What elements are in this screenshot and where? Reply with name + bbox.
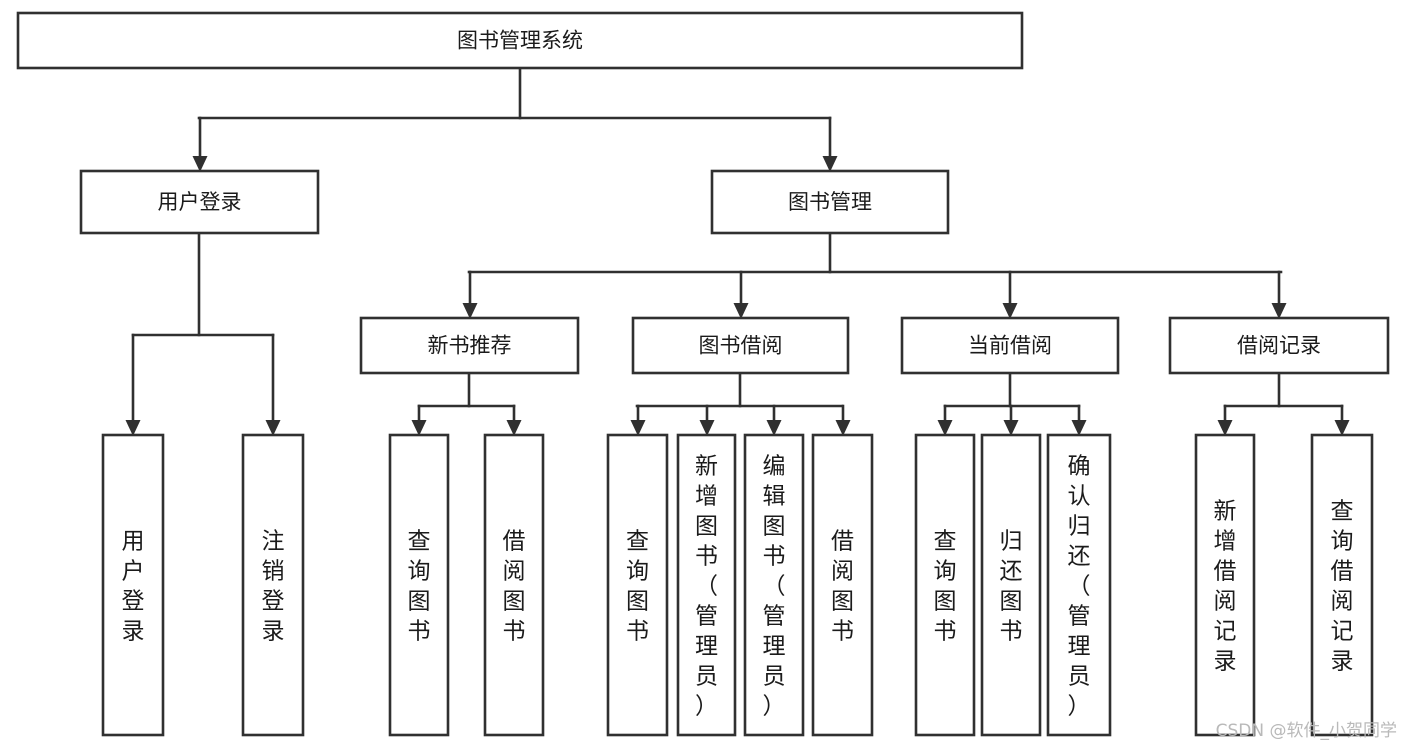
node-label: 当前借阅	[968, 334, 1052, 358]
node-label: 新增图书（管理员）	[695, 453, 718, 719]
node-book-borrow[interactable]: 图书借阅	[631, 316, 850, 375]
node-new-book-rec[interactable]: 新书推荐	[359, 316, 580, 375]
node-leaf-add-record[interactable]: 新增借阅记录	[1194, 433, 1256, 737]
arrow-book-manage-to-current-borrow	[1002, 270, 1018, 319]
node-leaf-logout[interactable]: 注销登录	[241, 433, 305, 737]
node-label: 新书推荐	[428, 334, 512, 358]
connector-bus-borrow-record	[1223, 371, 1344, 408]
node-label: 确认归还（管理员）	[1068, 453, 1091, 719]
arrow-root-to-user-login	[192, 116, 208, 172]
connector-bus-new-book-rec	[417, 371, 516, 408]
node-leaf-borrow-book-2[interactable]: 借阅图书	[811, 433, 874, 737]
arrow-book-borrow-to-leaf-borrow-book-2	[835, 404, 851, 436]
connector-bus-book-borrow	[635, 371, 844, 408]
arrow-book-borrow-to-leaf-query-book-2	[630, 404, 646, 436]
arrow-book-manage-to-book-borrow	[733, 270, 749, 319]
node-leaf-add-book[interactable]: 新增图书（管理员）	[676, 433, 737, 737]
connector-bus-current-borrow	[943, 371, 1081, 408]
arrow-book-manage-to-new-book-rec	[462, 270, 478, 319]
connector-bus-root	[197, 66, 832, 120]
node-label: 图书借阅	[699, 334, 783, 358]
connector-layer	[125, 66, 1350, 436]
node-label: 用户登录	[122, 528, 145, 644]
node-leaf-edit-book[interactable]: 编辑图书（管理员）	[743, 433, 805, 737]
node-label: 新增借阅记录	[1214, 498, 1237, 674]
node-leaf-confirm-return[interactable]: 确认归还（管理员）	[1046, 433, 1112, 737]
arrow-root-to-book-manage	[822, 116, 838, 172]
watermark-text: CSDN @软件_小贺同学	[1215, 721, 1397, 741]
node-label: 查询图书	[934, 528, 957, 644]
node-label: 用户登录	[158, 190, 242, 214]
node-label: 查询借阅记录	[1331, 498, 1354, 674]
connector-bus-user-login	[131, 231, 275, 337]
arrow-current-borrow-to-leaf-return-book	[1003, 404, 1019, 436]
node-label: 编辑图书（管理员）	[763, 453, 786, 719]
node-borrow-record[interactable]: 借阅记录	[1168, 316, 1390, 375]
arrow-current-borrow-to-leaf-confirm-return	[1071, 404, 1087, 436]
node-leaf-query-book-2[interactable]: 查询图书	[606, 433, 669, 737]
node-label: 查询图书	[626, 528, 649, 644]
node-label: 借阅记录	[1237, 334, 1321, 358]
node-root[interactable]: 图书管理系统	[16, 11, 1024, 70]
arrow-book-manage-to-borrow-record	[1271, 270, 1287, 319]
node-user-login[interactable]: 用户登录	[79, 169, 320, 235]
arrow-user-login-to-leaf-user-login	[125, 333, 141, 436]
arrow-book-borrow-to-leaf-add-book	[699, 404, 715, 436]
node-leaf-user-login[interactable]: 用户登录	[101, 433, 165, 737]
node-layer: 图书管理系统用户登录图书管理新书推荐图书借阅当前借阅借阅记录用户登录注销登录查询…	[16, 11, 1390, 737]
arrow-user-login-to-leaf-logout	[265, 333, 281, 436]
node-label: 借阅图书	[503, 528, 526, 644]
node-label: 查询图书	[408, 528, 431, 644]
node-current-borrow[interactable]: 当前借阅	[900, 316, 1120, 375]
node-book-manage[interactable]: 图书管理	[710, 169, 950, 235]
node-leaf-query-book-3[interactable]: 查询图书	[914, 433, 976, 737]
node-leaf-borrow-book-1[interactable]: 借阅图书	[483, 433, 545, 737]
arrow-borrow-record-to-leaf-add-record	[1217, 404, 1233, 436]
connector-bus-book-manage	[467, 231, 1283, 274]
arrow-new-book-rec-to-leaf-query-book-1	[411, 404, 427, 436]
node-leaf-return-book[interactable]: 归还图书	[980, 433, 1042, 737]
node-label: 借阅图书	[831, 528, 854, 644]
node-label: 归还图书	[1000, 528, 1023, 644]
arrow-new-book-rec-to-leaf-borrow-book-1	[506, 404, 522, 436]
node-leaf-query-book-1[interactable]: 查询图书	[388, 433, 450, 737]
arrow-borrow-record-to-leaf-query-record	[1334, 404, 1350, 436]
node-label: 图书管理	[788, 190, 872, 214]
arrow-current-borrow-to-leaf-query-book-3	[937, 404, 953, 436]
node-leaf-query-record[interactable]: 查询借阅记录	[1310, 433, 1374, 737]
arrow-book-borrow-to-leaf-edit-book	[766, 404, 782, 436]
node-label: 注销登录	[262, 528, 285, 644]
node-label: 图书管理系统	[457, 29, 583, 53]
